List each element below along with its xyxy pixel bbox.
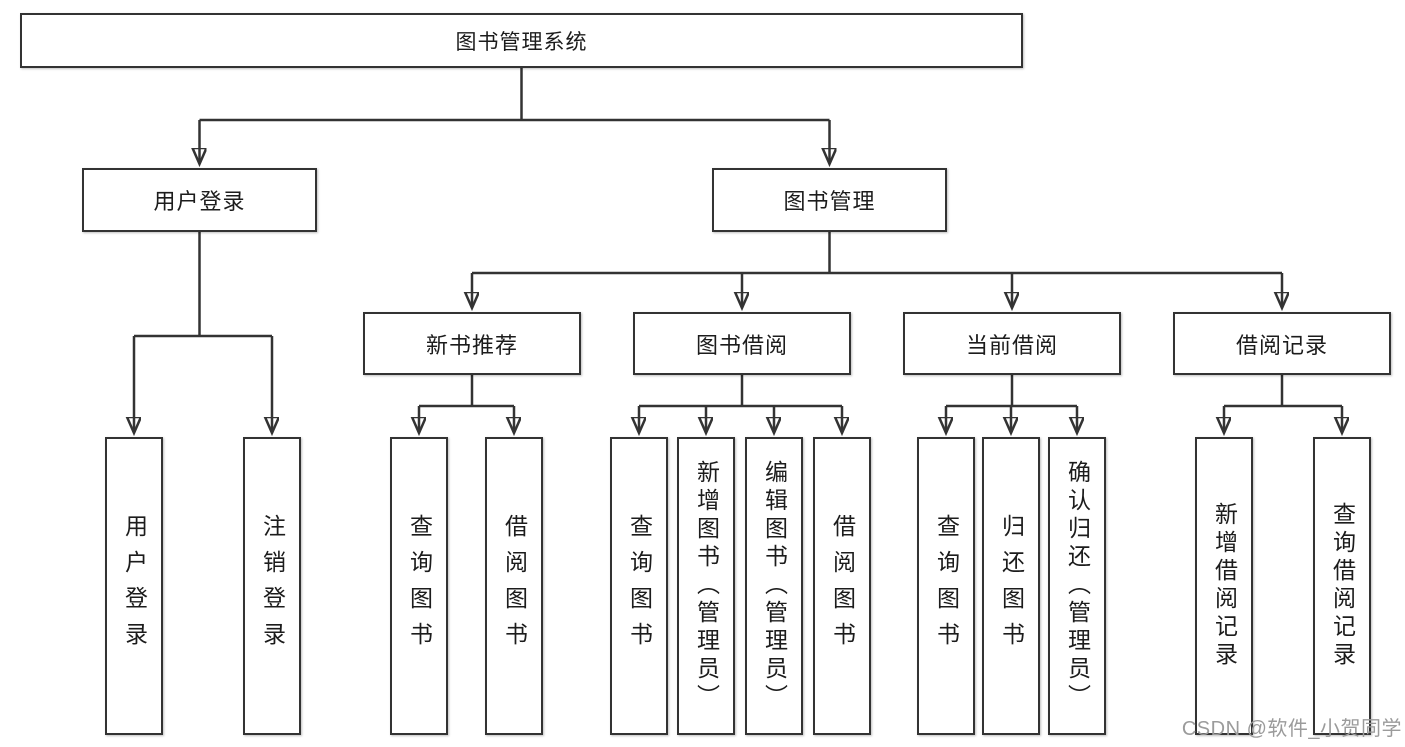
csdn-watermark: CSDN @软件_小贺同学 (1181, 718, 1402, 740)
leaf-add-books-admin: 新增图书（管理员） (677, 437, 735, 735)
node-new-book-recommend: 新书推荐 (363, 312, 581, 375)
leaf-confirm-return-admin: 确认归还（管理员） (1048, 437, 1106, 735)
leaf-label: 查询图书 (406, 514, 433, 658)
leaf-label: 归还图书 (998, 514, 1025, 658)
leaf-label: 编辑图书（管理员） (761, 460, 788, 712)
leaf-return-books: 归还图书 (982, 437, 1040, 735)
node-library-management-system: 图书管理系统 (20, 13, 1023, 68)
leaf-borrow-books-1: 借阅图书 (485, 437, 543, 735)
node-book-borrowing: 图书借阅 (633, 312, 851, 375)
leaf-label: 查询图书 (933, 514, 960, 658)
leaf-user-login: 用户登录 (105, 437, 163, 735)
leaf-label: 借阅图书 (501, 514, 528, 658)
leaf-query-books-3: 查询图书 (917, 437, 975, 735)
leaf-label: 用户登录 (121, 514, 148, 658)
leaf-query-books-2: 查询图书 (610, 437, 668, 735)
leaf-edit-books-admin: 编辑图书（管理员） (745, 437, 803, 735)
leaf-add-borrow-record: 新增借阅记录 (1195, 437, 1253, 735)
node-book-management: 图书管理 (712, 168, 947, 232)
leaf-query-borrow-record: 查询借阅记录 (1313, 437, 1371, 735)
leaf-label: 查询借阅记录 (1329, 502, 1356, 670)
leaf-label: 注销登录 (259, 514, 286, 658)
node-user-login: 用户登录 (82, 168, 317, 232)
leaf-query-books-1: 查询图书 (390, 437, 448, 735)
leaf-label: 确认归还（管理员） (1064, 460, 1091, 712)
node-borrowing-records: 借阅记录 (1173, 312, 1391, 375)
leaf-label: 新增借阅记录 (1211, 502, 1238, 670)
leaf-borrow-books-2: 借阅图书 (813, 437, 871, 735)
leaf-label: 新增图书（管理员） (693, 460, 720, 712)
node-current-borrowing: 当前借阅 (903, 312, 1121, 375)
leaf-logout: 注销登录 (243, 437, 301, 735)
leaf-label: 查询图书 (626, 514, 653, 658)
leaf-label: 借阅图书 (829, 514, 856, 658)
